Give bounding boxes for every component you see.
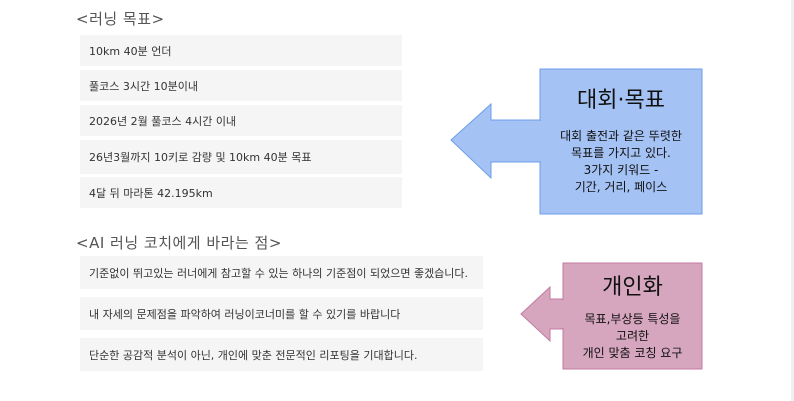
personal-callout-body: 목표,부상등 특성을 고려한 개인 맞춤 코칭 요구 — [583, 311, 683, 362]
personal-callout-arrow — [520, 285, 565, 343]
goal-item: 26년3월까지 10키로 감량 및 10km 40분 목표 — [80, 140, 402, 174]
personal-callout-line: 개인 맞춤 코칭 요구 — [582, 346, 683, 360]
personal-callout-box: 개인화 목표,부상등 특성을 고려한 개인 맞춤 코칭 요구 — [563, 269, 702, 362]
personal-callout-box-bg — [562, 262, 703, 370]
left-arrow-icon — [520, 262, 703, 370]
expectation-item: 기준없이 뛰고있는 러너에게 참고할 수 있는 하나의 기준점이 되었으면 좋겠… — [80, 256, 483, 289]
goal-item: 10km 40분 언더 — [80, 35, 402, 66]
goal-item: 풀코스 3시간 10분이내 — [80, 70, 402, 101]
expectation-item: 단순한 공감적 분석이 아닌, 개인에 맞춘 전문적인 리포팅을 기대합니다. — [80, 338, 483, 371]
goals-callout-arrow — [450, 102, 542, 180]
goals-callout-box-bg — [539, 68, 703, 215]
goals-callout-box: 대회·목표 대회 출전과 같은 뚜렷한 목표를 가지고 있다. 3가지 키워드 … — [540, 82, 702, 196]
goals-callout-joint — [538, 121, 543, 161]
goals-callout-body: 대회 출전과 같은 뚜렷한 목표를 가지고 있다. 3가지 키워드 - 기간, … — [560, 128, 682, 196]
expectations-section-title: <AI 러닝 코치에게 바라는 점> — [76, 234, 282, 252]
goals-callout-line: 대회 출전과 같은 뚜렷한 — [560, 129, 682, 143]
goals-callout-line: 기간, 거리, 페이스 — [574, 180, 668, 194]
personal-callout-line: 고려한 — [615, 329, 650, 343]
personal-callout-title: 개인화 — [602, 275, 663, 300]
expectation-item: 내 자세의 문제점을 파악하여 러닝이코너미를 할 수 있기를 바랍니다 — [80, 297, 483, 330]
personal-callout: 개인화 목표,부상등 특성을 고려한 개인 맞춤 코칭 요구 — [520, 262, 704, 370]
personal-callout-line: 목표,부상등 특성을 — [584, 312, 681, 326]
page-edge — [791, 0, 794, 401]
goals-callout-line: 목표를 가지고 있다. — [571, 146, 671, 160]
goal-item: 2026년 2월 풀코스 4시간 이내 — [80, 105, 402, 136]
goals-callout-title: 대회·목표 — [577, 88, 665, 113]
goal-item: 4달 뒤 마라톤 42.195km — [80, 177, 402, 208]
goals-callout: 대회·목표 대회 출전과 같은 뚜렷한 목표를 가지고 있다. 3가지 키워드 … — [450, 68, 704, 215]
left-arrow-icon — [450, 68, 703, 215]
goals-section-title: <러닝 목표> — [76, 10, 165, 28]
personal-callout-joint — [561, 300, 566, 328]
goals-callout-line: 3가지 키워드 - — [583, 163, 659, 177]
